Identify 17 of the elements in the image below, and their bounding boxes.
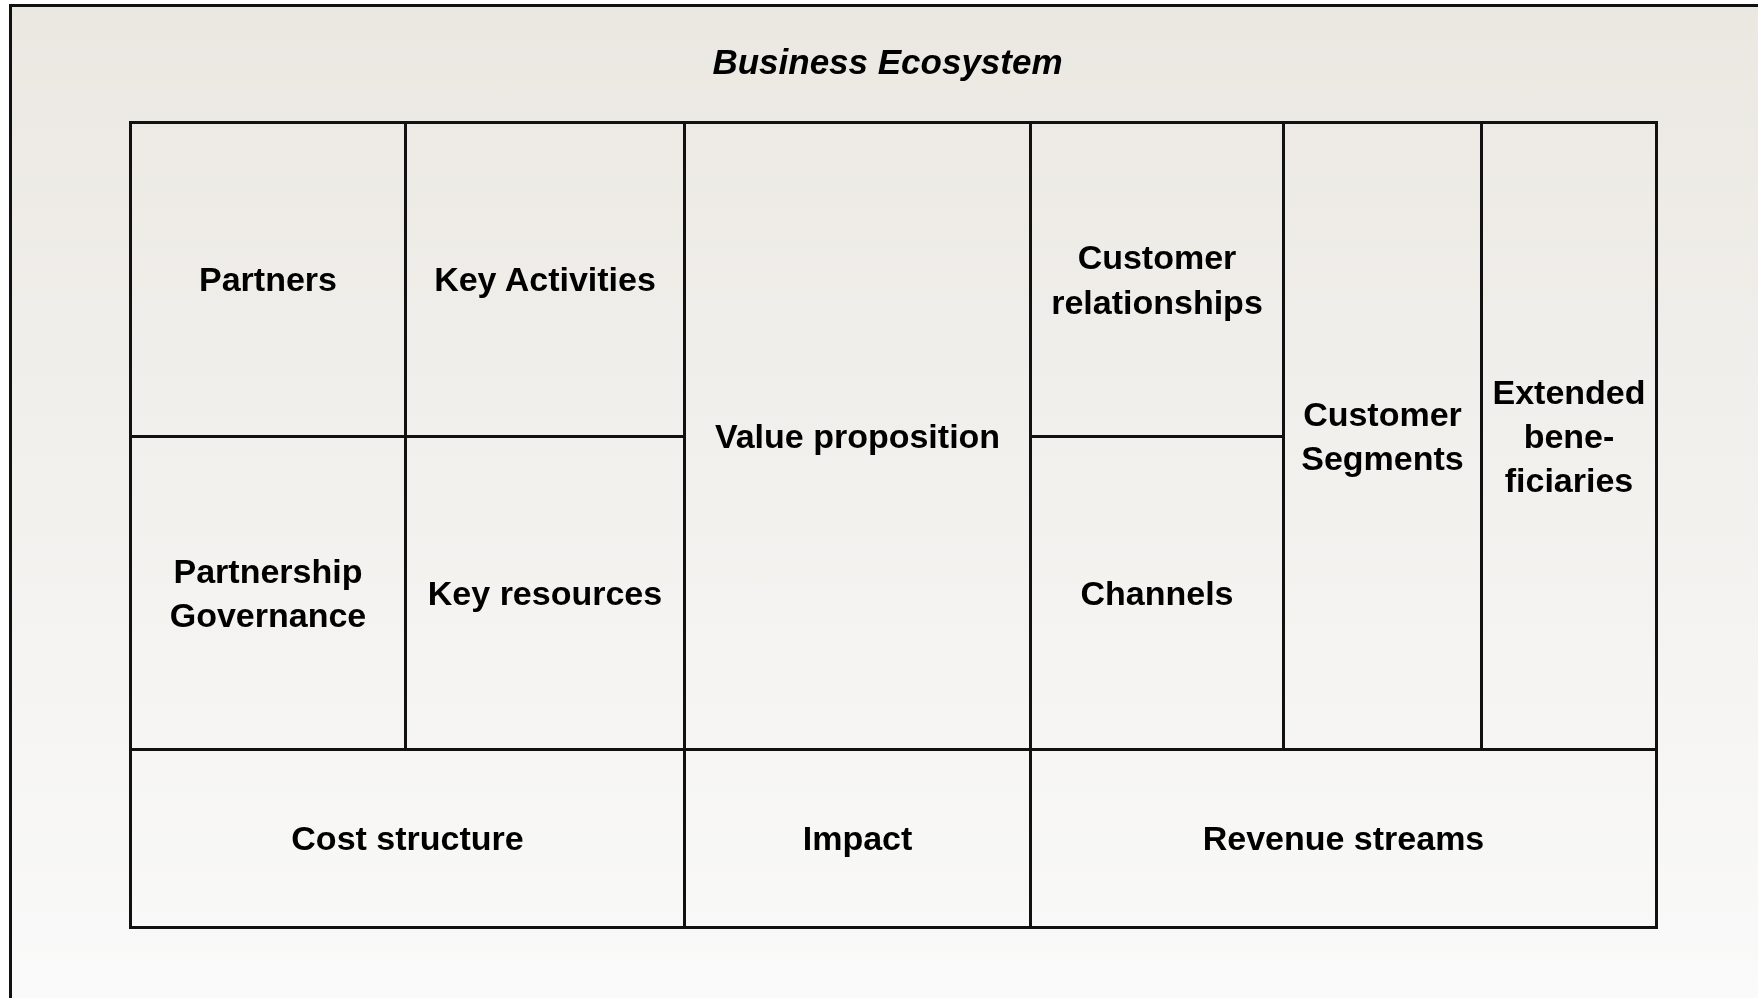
cell-label: Partners <box>199 259 337 301</box>
canvas-cell <box>129 121 407 438</box>
cell-label: Partnership Governance <box>168 550 368 636</box>
canvas-cell <box>1480 121 1658 751</box>
cell-label: Value proposition <box>714 415 1001 457</box>
cell-label: Impact <box>802 818 913 860</box>
cell-label: Key resources <box>427 572 663 614</box>
cell-label: Channels <box>1080 572 1234 614</box>
title: Business Ecosystem <box>711 41 1064 83</box>
canvas-cell <box>129 748 686 929</box>
cell-label: Customer Segments <box>1300 393 1465 479</box>
cell-label: Customer relationships <box>1050 237 1264 323</box>
cell-label: Extended bene-ficiaries <box>1491 371 1647 502</box>
cell-label: Revenue streams <box>1202 818 1485 860</box>
canvas-cell <box>1029 748 1658 929</box>
cell-label: Key Activities <box>434 259 656 301</box>
cell-label: Cost structure <box>291 818 524 860</box>
